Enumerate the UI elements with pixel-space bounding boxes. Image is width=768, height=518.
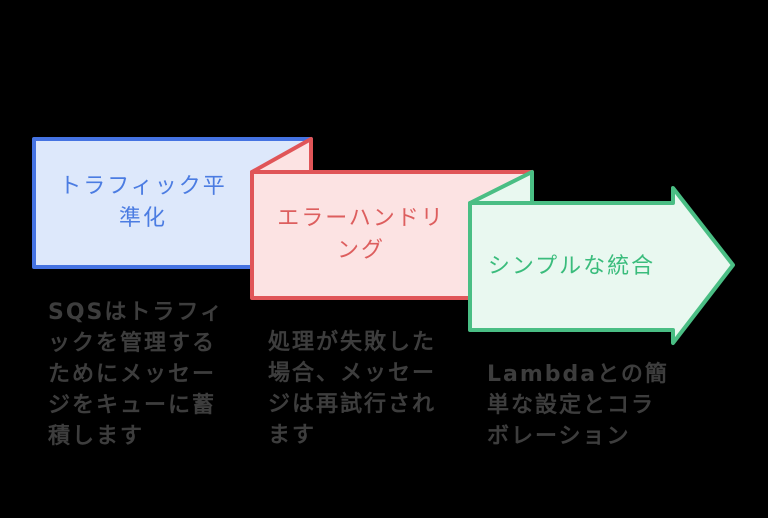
step-title-error-handling: エラーハンドリ ング [277, 206, 445, 263]
step-title-simple-integration: シンプルな統合 [487, 253, 656, 279]
step-description-simple-integration: Lambdaとの簡 単な設定とコラ ボレーション [487, 362, 669, 449]
step-description-error-handling: 処理が失敗した 場合、メッセー ジは再試行され ます [268, 330, 437, 448]
step-title-traffic-shaping: トラフィック平 準化 [59, 174, 227, 231]
step-description-traffic-shaping: SQSはトラフィ ックを管理する ためにメッセー ジをキューに蓄 積します [48, 300, 224, 449]
simple-integration-arrow [468, 186, 735, 345]
